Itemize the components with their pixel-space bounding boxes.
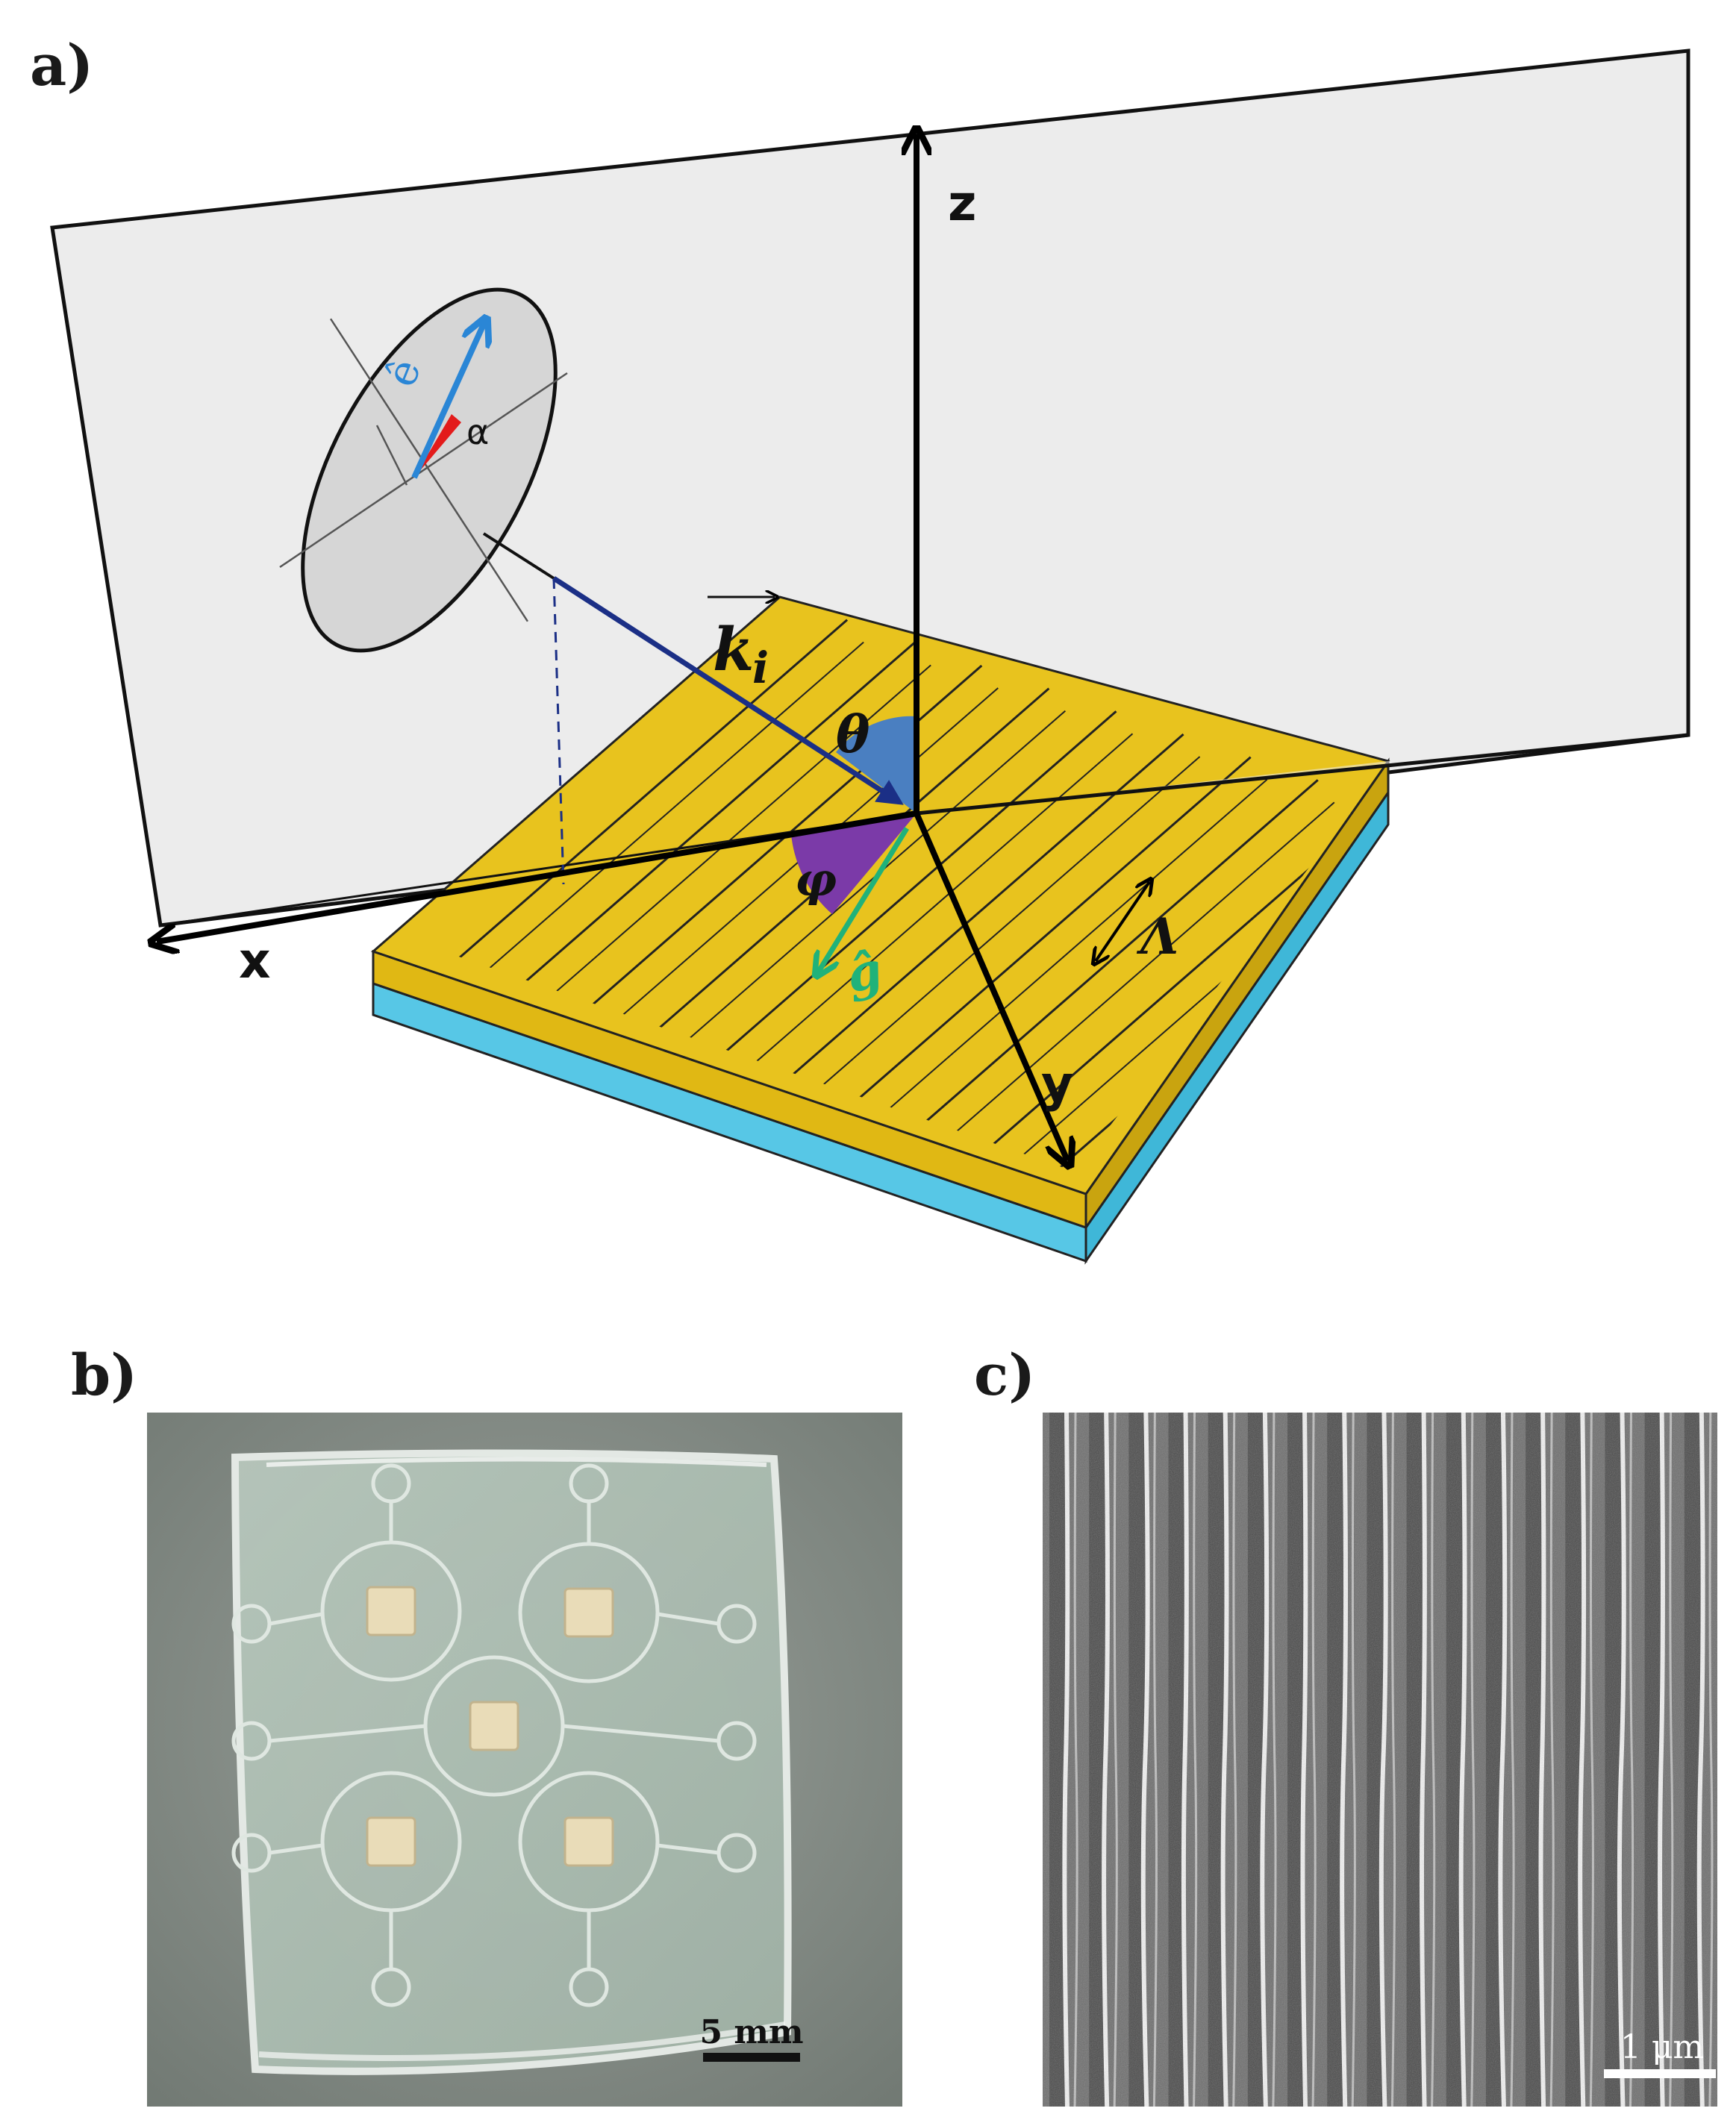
ridge-edge: [456, 641, 864, 998]
ridge-edge: [860, 778, 1268, 1135]
ridge-edge: [927, 801, 1335, 1158]
sensor-pad: [563, 1587, 614, 1638]
ridge-line: [444, 619, 849, 975]
gold-sensor-pads: [366, 1586, 614, 1867]
ridge-edge: [725, 733, 1134, 1089]
panel-label-c: c): [974, 1342, 1036, 1408]
ridge-edge: [590, 687, 999, 1043]
sensor-pad: [469, 1701, 519, 1751]
scale-bar-c: [1604, 2069, 1716, 2078]
polarization-arrow: [411, 321, 485, 479]
channel-line: [269, 1843, 323, 1855]
ellipse-axis-2: [279, 372, 568, 569]
sensor-pad: [366, 1586, 416, 1636]
y-axis: [914, 812, 1067, 1160]
scale-bar-b: [703, 2053, 800, 2062]
channel-line: [269, 1612, 323, 1626]
ridge-line: [507, 642, 916, 998]
label-lambda: Λ: [1136, 907, 1178, 966]
label-x: x: [239, 932, 271, 989]
ridge-line: [708, 710, 1117, 1067]
label-y: y: [1041, 1055, 1073, 1113]
label-k-sub: i: [752, 642, 769, 693]
channel-line: [269, 1724, 426, 1743]
panel-label-a: a): [30, 32, 94, 98]
label-z: z: [948, 175, 976, 232]
ridge-edge: [792, 756, 1201, 1112]
ellipse-axis-3: [375, 425, 408, 486]
label-theta: θ: [836, 705, 870, 765]
scale-bar-b-text: 5 mm: [699, 2013, 803, 2051]
grating-schematic: z x y k i ê α θ φ ĝ Λ: [50, 49, 1690, 1265]
x-axis: [157, 810, 917, 942]
alpha-wedge: [414, 414, 461, 478]
channel-line: [657, 1843, 719, 1855]
channel-line: [562, 1724, 719, 1743]
sem-grating-image: 1 μm: [1043, 1413, 1717, 2107]
microfluidic-chip-photo: 5 mm: [147, 1413, 902, 2107]
ellipse-axis-1: [329, 318, 529, 622]
period-arrow: [1096, 882, 1149, 961]
plane-edge-front: [916, 733, 1689, 816]
label-alpha: α: [466, 412, 489, 452]
sensor-pad: [563, 1816, 614, 1867]
channel-line: [657, 1612, 719, 1626]
phi-arc: [791, 813, 917, 914]
label-phi: φ: [795, 852, 837, 907]
ridge-edge: [658, 710, 1067, 1066]
scale-bar-c-text: 1 μm: [1620, 2028, 1704, 2066]
panel-label-b: b): [71, 1342, 138, 1408]
sensor-pad: [366, 1816, 416, 1867]
g-arrow: [817, 827, 909, 974]
k-arrow: [552, 576, 904, 805]
chip-glass: [231, 1449, 792, 2075]
ridge-line: [843, 756, 1252, 1113]
projection-dashed: [552, 578, 565, 885]
microfluidic-channels: [231, 1463, 757, 2007]
beam-line: [482, 532, 555, 580]
label-k: k: [713, 614, 754, 684]
